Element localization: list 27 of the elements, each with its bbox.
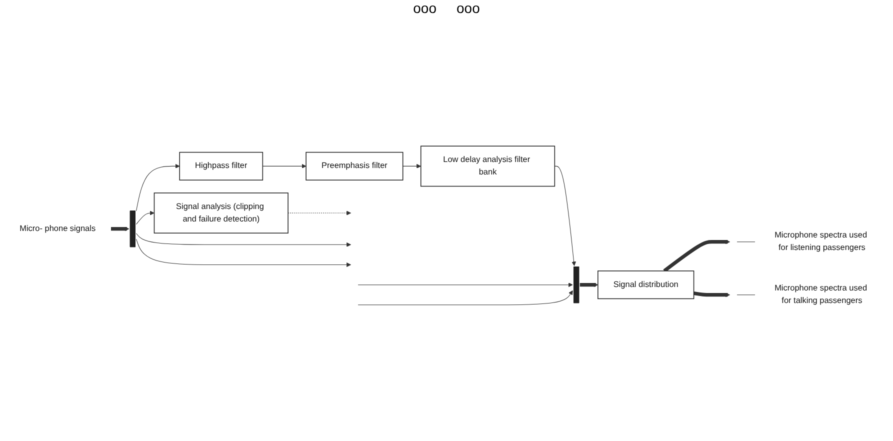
block-arrow bbox=[663, 240, 730, 272]
block-arrow bbox=[693, 291, 730, 298]
arrow bbox=[402, 164, 422, 168]
arrow bbox=[554, 166, 576, 266]
arrow bbox=[136, 210, 154, 225]
process-box: Preemphasis filter bbox=[306, 152, 404, 180]
process-box: Low delay analysis filter bank bbox=[420, 146, 556, 187]
text-label: Microphone spectra used for listening passengers bbox=[774, 231, 868, 252]
arrow bbox=[262, 164, 306, 168]
arrow bbox=[136, 238, 352, 267]
dashed-arrow bbox=[288, 210, 352, 216]
process-box: Highpass filter bbox=[179, 152, 264, 180]
arrow bbox=[358, 290, 573, 306]
continuation-mark: ooo bbox=[413, 0, 436, 18]
block-arrow bbox=[110, 226, 130, 232]
process-box: Signal distribution bbox=[598, 270, 694, 300]
text-label: Micro- phone signals bbox=[20, 224, 96, 233]
leader-line bbox=[736, 294, 756, 296]
block-arrow bbox=[580, 282, 598, 288]
arrow bbox=[136, 164, 180, 212]
text-label: Microphone spectra used for talking passengers bbox=[774, 284, 868, 306]
bus-bar bbox=[573, 266, 580, 304]
arrow bbox=[136, 233, 352, 247]
process-box: Signal analysis (clipping and failure detection) bbox=[154, 192, 288, 234]
bus-bar bbox=[130, 210, 136, 248]
arrow bbox=[358, 282, 573, 288]
continuation-mark: ooo bbox=[456, 0, 480, 18]
